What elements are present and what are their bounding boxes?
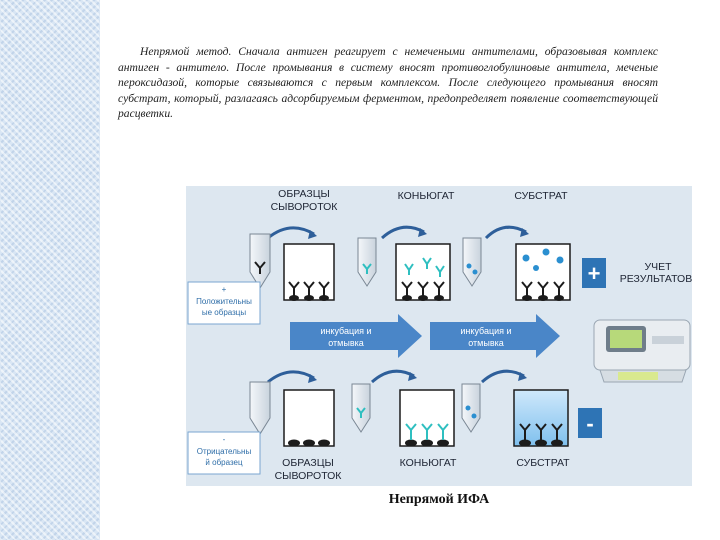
elisa-diagram: ОБРАЗЦЫ СЫВОРОТОК КОНЬЮГАТ СУБСТРАТ — [186, 186, 692, 486]
top-samples-label-1: ОБРАЗЦЫ — [278, 188, 330, 200]
result-label-2: РЕЗУЛЬТАТОВ — [620, 273, 692, 285]
bottom-curve-arrow-2 — [370, 369, 415, 384]
bottom-well-3 — [513, 389, 569, 447]
bottom-curve-arrow-1 — [267, 370, 315, 384]
arrow2-line2: отмывка — [468, 338, 504, 348]
top-curve-arrow-1 — [267, 226, 315, 240]
plate-reader-image — [593, 319, 691, 383]
bottom-conjugate-label: КОНЬЮГАТ — [400, 457, 457, 469]
bottom-substrate-tube — [461, 383, 481, 433]
top-curve-arrowhead-2 — [418, 228, 427, 237]
bottom-samples-label-1: ОБРАЗЦЫ — [282, 457, 334, 469]
top-substrate-tube — [462, 237, 482, 287]
negative-box-line2: й образец — [205, 458, 243, 467]
negative-box-sign: - — [223, 435, 226, 444]
top-curve-arrowhead-3 — [520, 228, 529, 237]
diagram-caption: Непрямой ИФА — [388, 492, 490, 507]
positive-box-sign: + — [222, 285, 227, 294]
top-well-1 — [283, 243, 335, 301]
top-curve-arrowhead-1 — [308, 230, 317, 239]
bottom-substrate-label: СУБСТРАТ — [516, 457, 570, 469]
top-samples-label-2: СЫВОРОТОК — [271, 201, 339, 213]
bottom-curve-arrow-3 — [480, 369, 525, 384]
result-label-1: УЧЕТ — [644, 261, 672, 273]
bottom-samples-label-2: СЫВОРОТОК — [275, 470, 343, 482]
top-well-2 — [395, 243, 451, 301]
top-curve-arrow-3 — [484, 225, 527, 240]
bottom-curve-arrowhead-2 — [408, 372, 417, 381]
negative-samples-box: - Отрицательны й образец — [187, 431, 261, 475]
bottom-well-1 — [283, 389, 335, 447]
bottom-conjugate-tube — [351, 383, 371, 433]
bottom-curve-arrowhead-3 — [518, 372, 527, 381]
arrow1-line1: инкубация и — [320, 326, 371, 336]
elisa-diagram-svg: ОБРАЗЦЫ СЫВОРОТОК КОНЬЮГАТ СУБСТРАТ — [187, 188, 692, 482]
top-conjugate-label: КОНЬЮГАТ — [398, 190, 455, 202]
top-curve-arrow-2 — [380, 225, 425, 240]
negative-sign: - — [586, 411, 593, 436]
arrow2-line1: инкубация и — [460, 326, 511, 336]
arrow1-line2: отмывка — [328, 338, 364, 348]
process-arrow-1: инкубация и отмывка — [290, 314, 422, 358]
process-arrow-2: инкубация и отмывка — [430, 314, 560, 358]
description-paragraph: Непрямой метод. Сначала антиген реагируе… — [118, 45, 658, 120]
positive-sign-box — [582, 258, 606, 288]
positive-sign: + — [588, 261, 601, 286]
bottom-sample-tube — [249, 381, 271, 435]
positive-box-line2: ые образцы — [202, 308, 247, 317]
negative-sign-box — [578, 408, 602, 438]
decorative-stripe — [0, 0, 100, 540]
top-well-3 — [515, 243, 571, 301]
bottom-curve-arrowhead-1 — [308, 374, 317, 383]
positive-samples-box: + Положительны ые образцы — [187, 281, 261, 325]
top-sample-tube — [249, 233, 271, 289]
positive-box-line1: Положительны — [196, 297, 252, 306]
bottom-well-2 — [399, 389, 455, 447]
top-conjugate-tube — [357, 237, 377, 287]
top-substrate-label: СУБСТРАТ — [514, 190, 568, 202]
negative-box-line1: Отрицательны — [197, 447, 252, 456]
